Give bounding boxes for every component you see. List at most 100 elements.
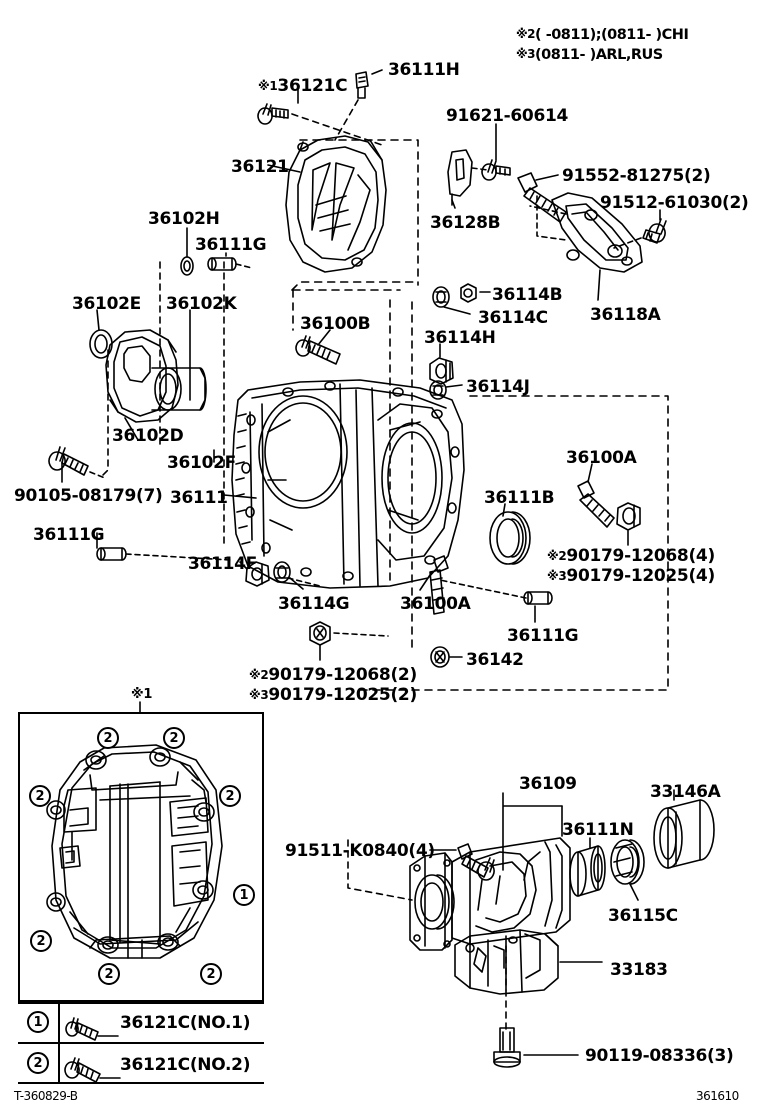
part-label-text: 36128B <box>430 213 501 233</box>
note-2-text: (0811- )ARL,RUS <box>535 47 663 63</box>
part-label-91512610302: 91512-61030(2) <box>600 195 749 212</box>
part-36111n-spacer <box>569 845 606 897</box>
part-90119-08336-bolt <box>493 1027 521 1068</box>
part-33146a-bushing <box>653 799 715 869</box>
part-label-text: 36114F <box>188 554 257 574</box>
footer-left-code: T-360829-B <box>14 1089 78 1103</box>
part-label-91552812752: 91552-81275(2) <box>562 168 711 185</box>
part-label-36114h: 36114H <box>424 330 496 347</box>
part-label-36111b: 36111B <box>484 488 555 508</box>
inset-part-36121-carrier <box>46 744 223 959</box>
part-label-90179120252: ※390179-12025(2) <box>249 687 417 704</box>
part-36114j-washer <box>429 380 447 400</box>
part-label-36102k: 36102K <box>166 296 237 313</box>
part-label-36121: 36121 <box>231 159 289 176</box>
part-36114c-washer <box>432 286 450 308</box>
part-label-36111g: 36111G <box>33 525 105 545</box>
part-label-text: 36102E <box>72 294 141 314</box>
part-label-text: 36102D <box>112 426 184 446</box>
part-label-text: 91512-61030(2) <box>600 193 749 213</box>
inset-callout-2: 2 <box>30 930 52 952</box>
part-label-text: 36114H <box>424 328 496 348</box>
leader-36114f <box>239 561 248 570</box>
part-36115c-seal <box>610 839 645 885</box>
part-label-text: 36102H <box>148 209 220 229</box>
part-label-36114c: 36114C <box>478 310 548 327</box>
part-36114f-nut <box>245 561 270 587</box>
inset-legend-bolt-1 <box>65 1017 119 1041</box>
part-36114g-washer <box>273 561 291 583</box>
part-label-text: 90119-08336(3) <box>585 1046 734 1066</box>
part-36114b-nut <box>460 283 477 303</box>
leader-36102d <box>124 417 139 441</box>
part-label-36114f: 36114F <box>188 556 257 573</box>
part-label-text: 36142 <box>466 650 524 670</box>
part-label-text: 33183 <box>610 960 668 980</box>
part-label-36102d: 36102D <box>112 426 184 446</box>
note-2-mark: ※3 <box>516 47 536 61</box>
inset-detail-box <box>18 712 264 1002</box>
leader-36100a-right <box>587 463 593 483</box>
note-line-1: ※2( -0811);(0811- )CHI <box>516 27 689 43</box>
part-label-text: 90179-12025(2) <box>268 685 417 705</box>
part-90179-12068-nut-2 <box>309 621 331 646</box>
part-label-36102h: 36102H <box>148 211 220 228</box>
part-label-text: 36100B <box>300 314 371 334</box>
part-label-text: 36114B <box>492 285 563 305</box>
part-label-text: 36114C <box>478 308 548 328</box>
leader-36115c <box>629 883 639 901</box>
part-label-text: 36111G <box>195 235 267 255</box>
part-label-text: 36118A <box>590 305 661 325</box>
part-label-text: 36111N <box>562 820 634 840</box>
part-91512-61030-bolt <box>642 218 667 244</box>
part-label-mark: ※2 <box>547 549 567 563</box>
part-label-36115c: 36115C <box>608 908 678 925</box>
part-label-36111g: 36111G <box>507 626 579 646</box>
inset-callout-2: 2 <box>97 727 119 749</box>
legend-callout-2: 2 <box>27 1052 49 1074</box>
part-label-text: 33146A <box>650 782 721 802</box>
part-label-36100b: 36100B <box>300 314 371 334</box>
inset-callout-2: 2 <box>98 963 120 985</box>
note-1-mark: ※2 <box>516 27 536 41</box>
part-label-text: 36121C <box>277 76 348 96</box>
part-label-text: 91511-K0840(4) <box>285 841 435 861</box>
part-label-text: 91552-81275(2) <box>562 166 711 186</box>
legend-part-1-number: 36121C <box>120 1013 190 1033</box>
inset-callout-1: 1 <box>233 884 255 906</box>
leader-36111h <box>371 69 383 75</box>
part-label-36118a: 36118A <box>590 307 661 324</box>
part-36111g-pin-upper <box>207 257 237 271</box>
part-91621-60614-bolt <box>481 159 511 181</box>
part-36109-extension-housing <box>409 837 571 951</box>
part-label-90179120682: ※290179-12068(2) <box>249 667 417 684</box>
part-label-36100a: 36100A <box>566 450 637 467</box>
part-36114h-nut <box>429 357 454 385</box>
part-label-36111h: 36111H <box>388 62 460 79</box>
part-label-text: 36109 <box>519 774 577 794</box>
part-33183-mount <box>454 929 559 995</box>
leader-36111 <box>223 494 257 499</box>
part-label-36102e: 36102E <box>72 296 141 313</box>
part-label-text: 36102K <box>166 294 237 314</box>
part-label-90105081797: 90105-08179(7) <box>14 488 163 505</box>
leader-36109 <box>502 792 563 871</box>
leader-91552 <box>535 174 559 181</box>
part-label-90179120254: ※390179-12025(4) <box>547 568 715 585</box>
part-label-36114j: 36114J <box>466 379 530 396</box>
part-36100a-bolt-right <box>577 480 615 528</box>
legend-row-2 <box>18 1042 264 1084</box>
part-36100b-bolt <box>295 335 341 365</box>
part-label-text: 36100A <box>566 448 637 468</box>
part-label-36128b: 36128B <box>430 213 501 233</box>
part-label-text: 36111B <box>484 488 555 508</box>
inset-callout-2: 2 <box>29 785 51 807</box>
part-label-36100a: 36100A <box>400 596 471 613</box>
part-36111h-plug <box>355 71 369 99</box>
inset-legend-bolt-2 <box>64 1057 121 1083</box>
leader-36128b <box>451 199 456 209</box>
part-label-text: 36111G <box>507 626 579 646</box>
part-label-text: 36111G <box>33 525 105 545</box>
